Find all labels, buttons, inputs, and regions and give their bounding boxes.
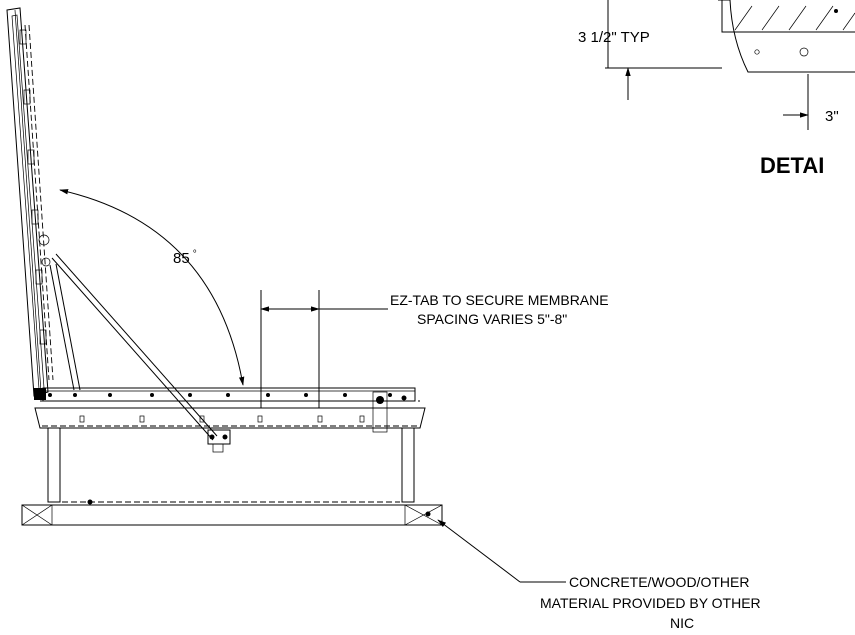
ez-tab-dimension: EZ-TAB TO SECURE MEMBRANE SPACING VARIES… <box>260 290 609 408</box>
support-note: CONCRETE/WOOD/OTHER MATERIAL PROVIDED BY… <box>437 519 761 631</box>
ez-tab-label-line2: SPACING VARIES 5"-8" <box>417 311 567 327</box>
support-label-line2: MATERIAL PROVIDED BY OTHER <box>540 595 761 611</box>
support-base <box>21 499 443 526</box>
hatch-frame <box>34 387 426 506</box>
detail-title: DETAI <box>760 153 824 178</box>
ez-tab-label-line1: EZ-TAB TO SECURE MEMBRANE <box>390 292 609 308</box>
detail-view: 3 1/2" TYP 3" DETAI <box>578 0 855 178</box>
detail-dimension-label: 3" <box>825 108 839 125</box>
typ-dimension-label: 3 1/2" TYP <box>578 29 650 46</box>
angle-label: 85° <box>173 249 197 267</box>
support-label-line1: CONCRETE/WOOD/OTHER <box>569 574 749 590</box>
support-label-line3: NIC <box>670 615 694 631</box>
angle-dimension: 85° <box>59 189 245 386</box>
hatch-cover <box>6 7 54 400</box>
